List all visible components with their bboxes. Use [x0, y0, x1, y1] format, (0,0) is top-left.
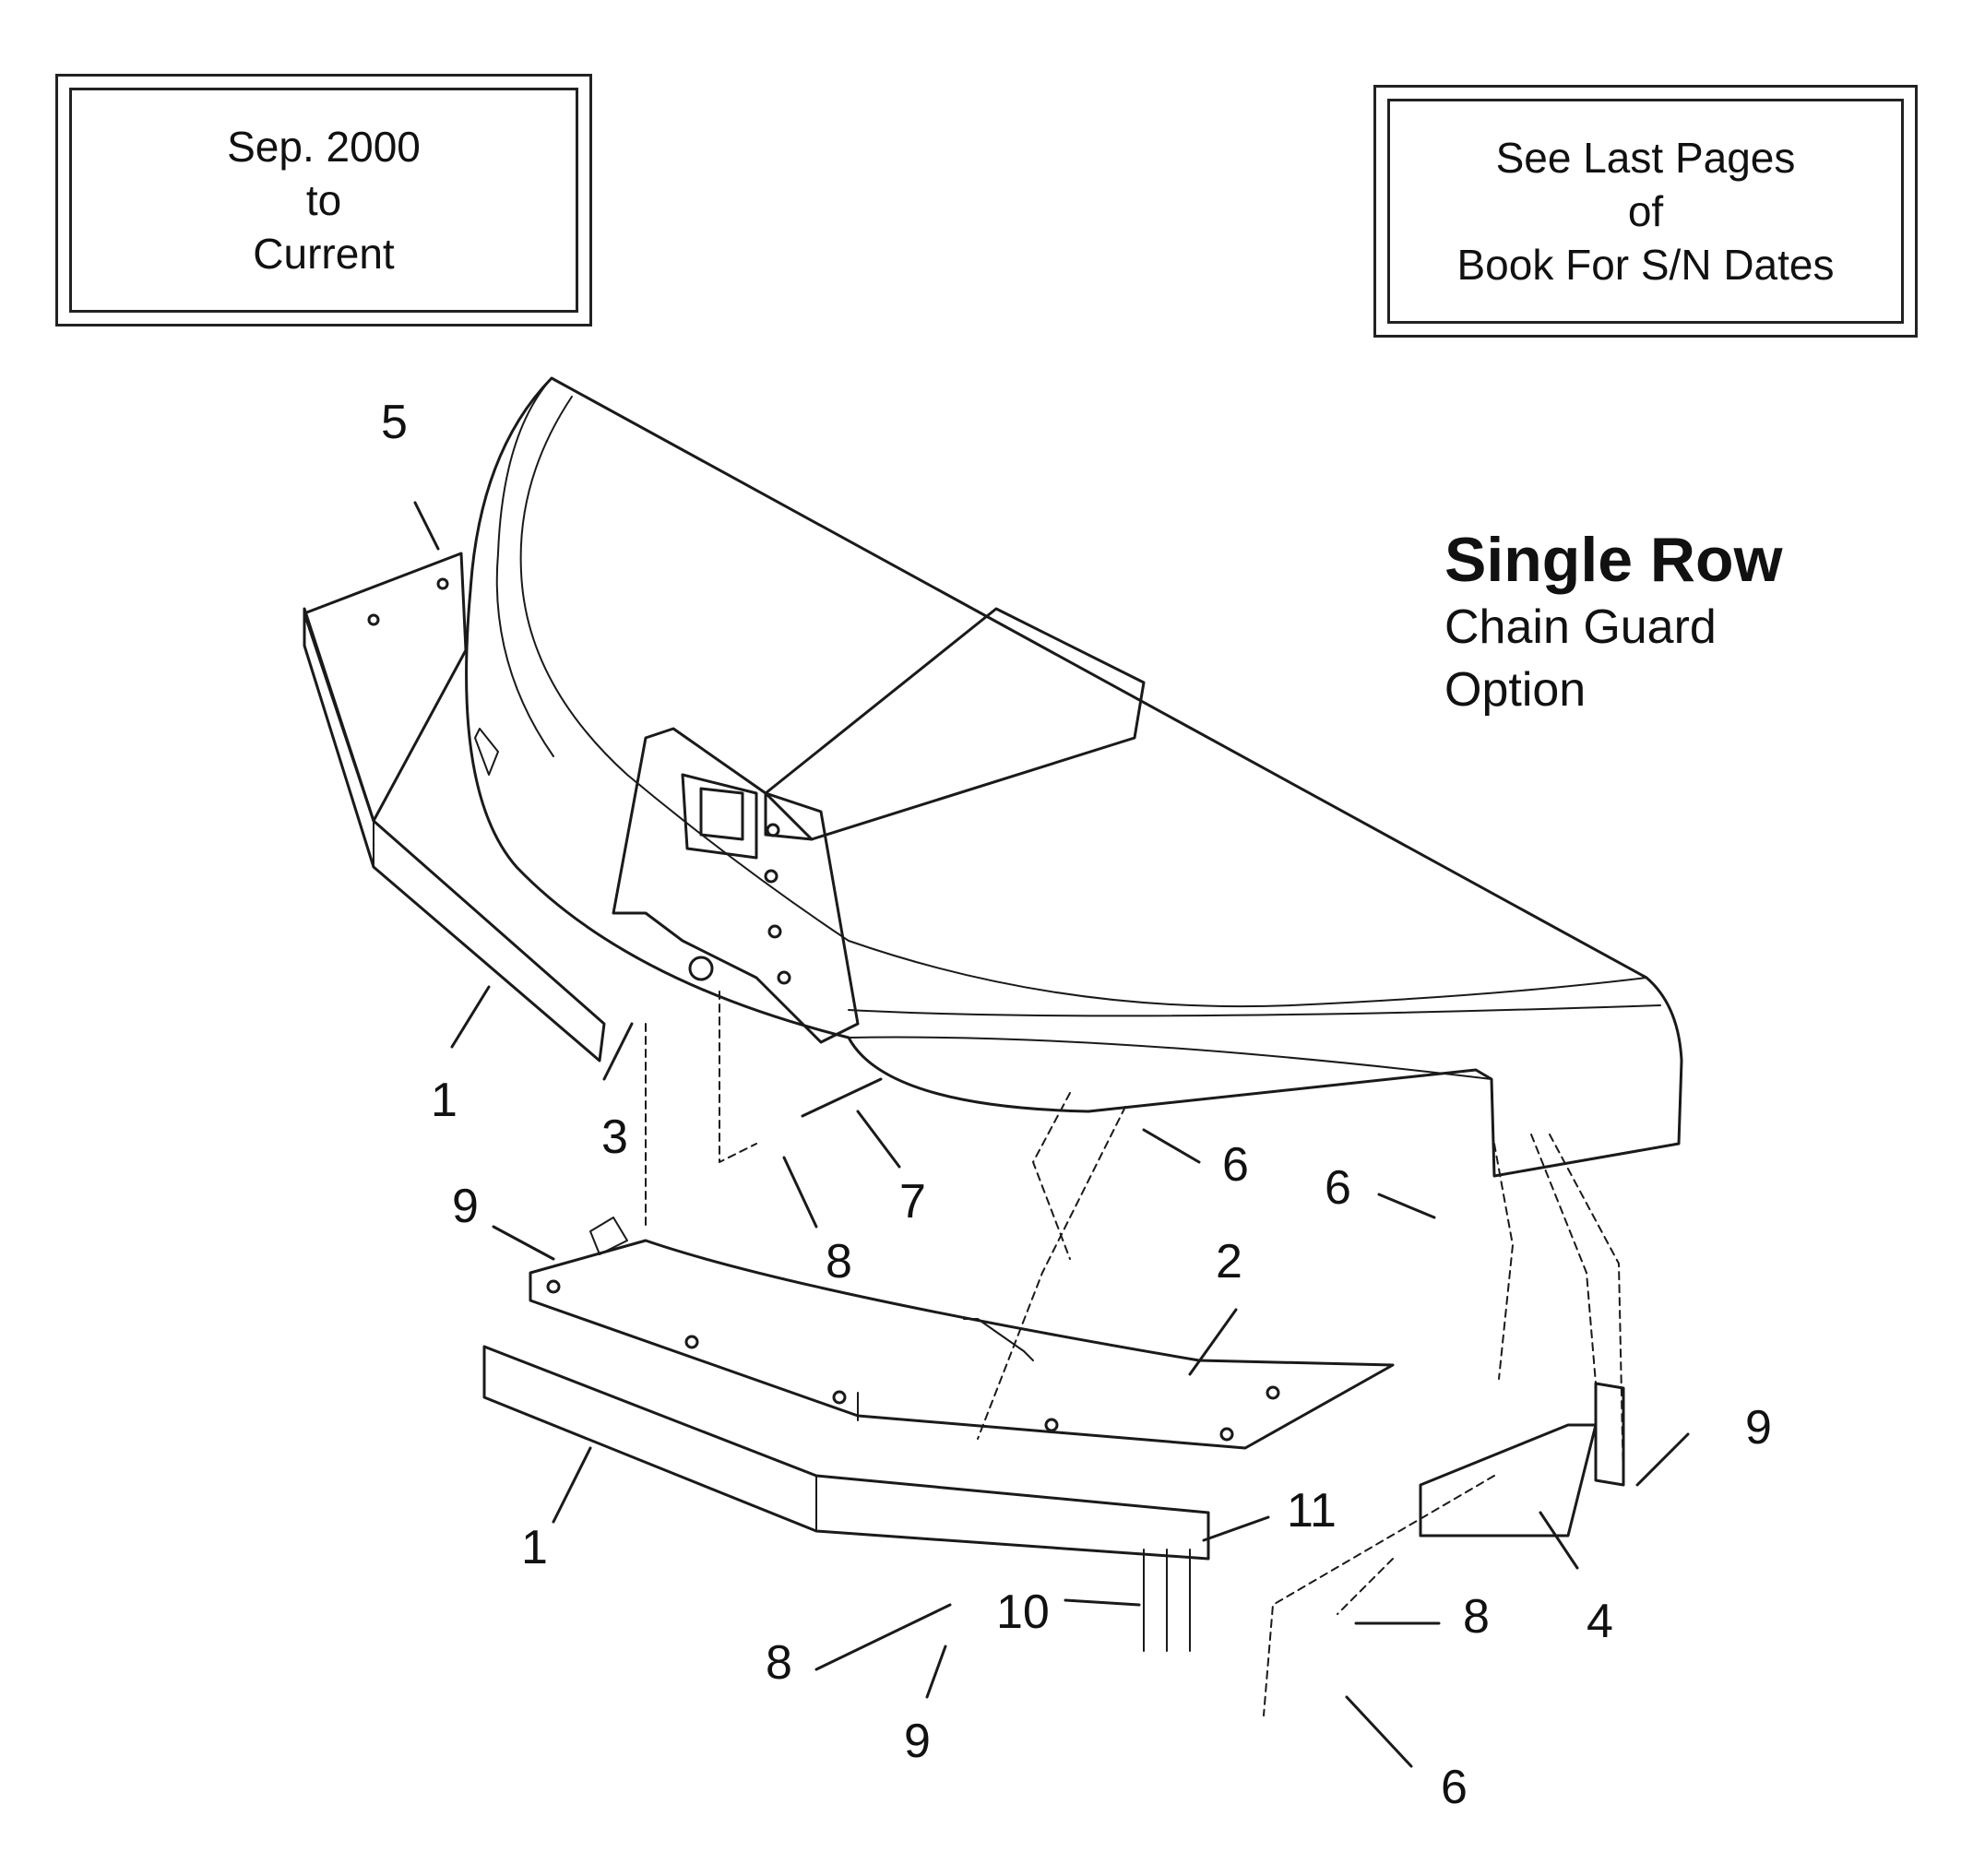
callout-3: 3 — [601, 1110, 628, 1164]
callout-9-bottom: 9 — [904, 1715, 931, 1768]
callout-leader-lines — [413, 501, 1690, 1768]
callout-5: 5 — [381, 396, 408, 449]
bolt-part-7 — [801, 1077, 883, 1118]
callout-2: 2 — [1216, 1235, 1242, 1288]
callout-1-lower: 1 — [521, 1521, 548, 1574]
callout-6-upper-left: 6 — [1222, 1138, 1249, 1192]
diagram-subtitle-2: Option — [1444, 663, 1587, 717]
diagram-subtitle-1: Chain Guard — [1444, 600, 1717, 654]
callout-10: 10 — [996, 1585, 1050, 1639]
date-range-box: Sep. 2000 to Current — [55, 74, 592, 327]
callout-9-right: 9 — [1745, 1401, 1772, 1454]
hitch-bracket — [612, 727, 860, 1044]
serial-note-line-2: of — [1627, 187, 1664, 235]
callout-8-lower-left: 8 — [766, 1636, 792, 1690]
serial-note-box-inner: See Last Pages of Book For S/N Dates — [1387, 99, 1904, 324]
callout-9-left: 9 — [452, 1180, 479, 1233]
callout-labels: 5 1 3 7 8 6 6 9 2 9 1 11 10 8 8 4 9 6 — [381, 396, 1772, 1814]
serial-note-line-3: Book For S/N Dates — [1456, 241, 1835, 289]
callout-1-upper: 1 — [431, 1074, 458, 1127]
callout-6-bottom: 6 — [1441, 1761, 1468, 1814]
mower-deck-shell — [465, 376, 1683, 1178]
diagram-title-block: Single Row Chain Guard Option — [1444, 524, 1782, 721]
callout-4: 4 — [1587, 1595, 1613, 1648]
callout-6-upper-right: 6 — [1325, 1161, 1351, 1215]
date-range-end: Current — [253, 230, 395, 278]
date-range-start: Sep. 2000 — [227, 123, 421, 171]
callout-8-upper: 8 — [826, 1235, 852, 1288]
serial-note-box: See Last Pages of Book For S/N Dates — [1373, 85, 1918, 338]
callout-7: 7 — [899, 1175, 926, 1229]
date-range-box-inner: Sep. 2000 to Current — [69, 88, 578, 313]
date-range-to: to — [305, 176, 342, 224]
chain-guard-plate-upper — [303, 607, 606, 1063]
callout-11: 11 — [1287, 1484, 1337, 1538]
diagram-title: Single Row — [1444, 525, 1783, 595]
side-guard-bracket-part-4 — [1419, 1382, 1625, 1538]
callout-8-lower-right: 8 — [1463, 1590, 1490, 1644]
chains-part-10 — [1143, 1549, 1191, 1652]
assembly-guide-lines — [645, 991, 1624, 1716]
serial-note-line-1: See Last Pages — [1495, 134, 1796, 182]
chain-guard-plate-lower — [482, 1345, 1210, 1561]
